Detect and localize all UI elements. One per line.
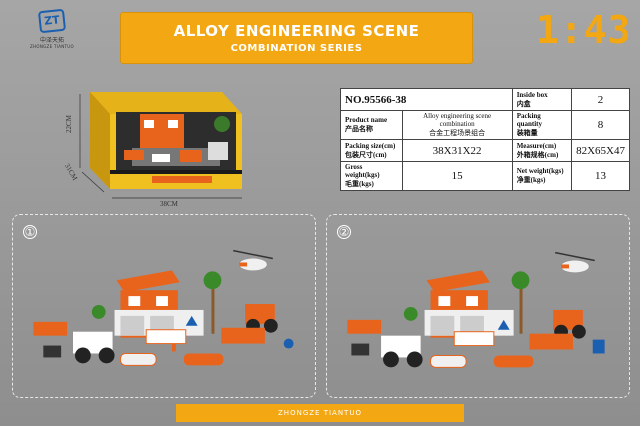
measure-value: 82X65X47 [571,139,630,162]
panel-number: ② [337,225,351,239]
roller-truck-toy [245,304,275,324]
inside-box-value: 2 [571,88,630,111]
scene-panel-1: ① [12,214,316,398]
bush-toy [403,306,418,321]
title-line-2: COMBINATION SERIES [230,43,363,54]
dim-width: 38CM [160,200,178,208]
scene-illustration [347,251,605,368]
dim-height: 22CM [64,115,73,133]
sports-car-white-toy [119,352,157,366]
scene-panel-2: ② [326,214,630,398]
product-box-image [79,92,242,199]
packing-size-value: 38X31X22 [401,139,513,162]
panel-number: ① [23,225,37,239]
excavator-toy [347,319,382,334]
road-sign-round-toy [283,338,294,349]
packing-qty-value: 8 [571,110,630,140]
item-number: NO.95566-38 [340,88,513,111]
table-row: Gross weight(kgs)毛重(kgs) 15 Net weight(k… [340,161,630,191]
crane-truck-toy [529,333,573,350]
measure-label: Measure(cm)外箱规格(cm) [511,139,573,162]
logo-mark: ZT [37,8,67,34]
bush-toy [91,305,106,319]
gross-weight-label: Gross weight(kgs)毛重(kgs) [340,161,403,191]
logo-text-en: ZHONGZE TIANTUO [30,44,74,49]
road-sign-toy [185,315,198,326]
title-line-1: ALLOY ENGINEERING SCENE [173,22,420,40]
bus-toy [453,331,495,347]
helicopter-toy [233,249,273,271]
net-weight-label: Net weight(kgs)净重(kgs) [511,161,573,191]
box-building [140,114,184,148]
road-sign-toy [497,319,510,330]
roller-truck-toy [553,309,583,330]
sports-car-white-toy [430,354,467,368]
gross-weight-value: 15 [401,161,513,191]
scene-illustration [33,249,294,366]
title-banner: ALLOY ENGINEERING SCENE COMBINATION SERI… [120,12,473,64]
palm-tree-toy [203,271,222,334]
brand-logo: ZT 中泽天拓 ZHONGZE TIANTUO [22,8,82,65]
footer-banner: ZHONGZE TIANTUO [176,404,464,422]
helicopter-toy [555,251,595,273]
sports-car-orange-toy [493,355,534,368]
traffic-cone-toy [171,343,176,352]
excavator-toy [33,321,68,336]
road-sign-square-toy [592,339,605,354]
sports-car-orange-toy [183,353,224,366]
net-weight-value: 13 [571,161,630,191]
logo-text-cn: 中泽天拓 [39,37,64,44]
palm-tree-toy [511,271,530,334]
fire-station-toy [114,270,204,338]
crane-truck-toy [221,327,265,344]
scale-label: 1:43 [536,8,632,52]
table-row: Packing size(cm)包装尺寸(cm) 38X31X22 Measur… [340,139,630,162]
box-side [90,92,110,189]
packing-size-label: Packing size(cm)包装尺寸(cm) [340,139,403,162]
bus-toy [145,329,187,345]
